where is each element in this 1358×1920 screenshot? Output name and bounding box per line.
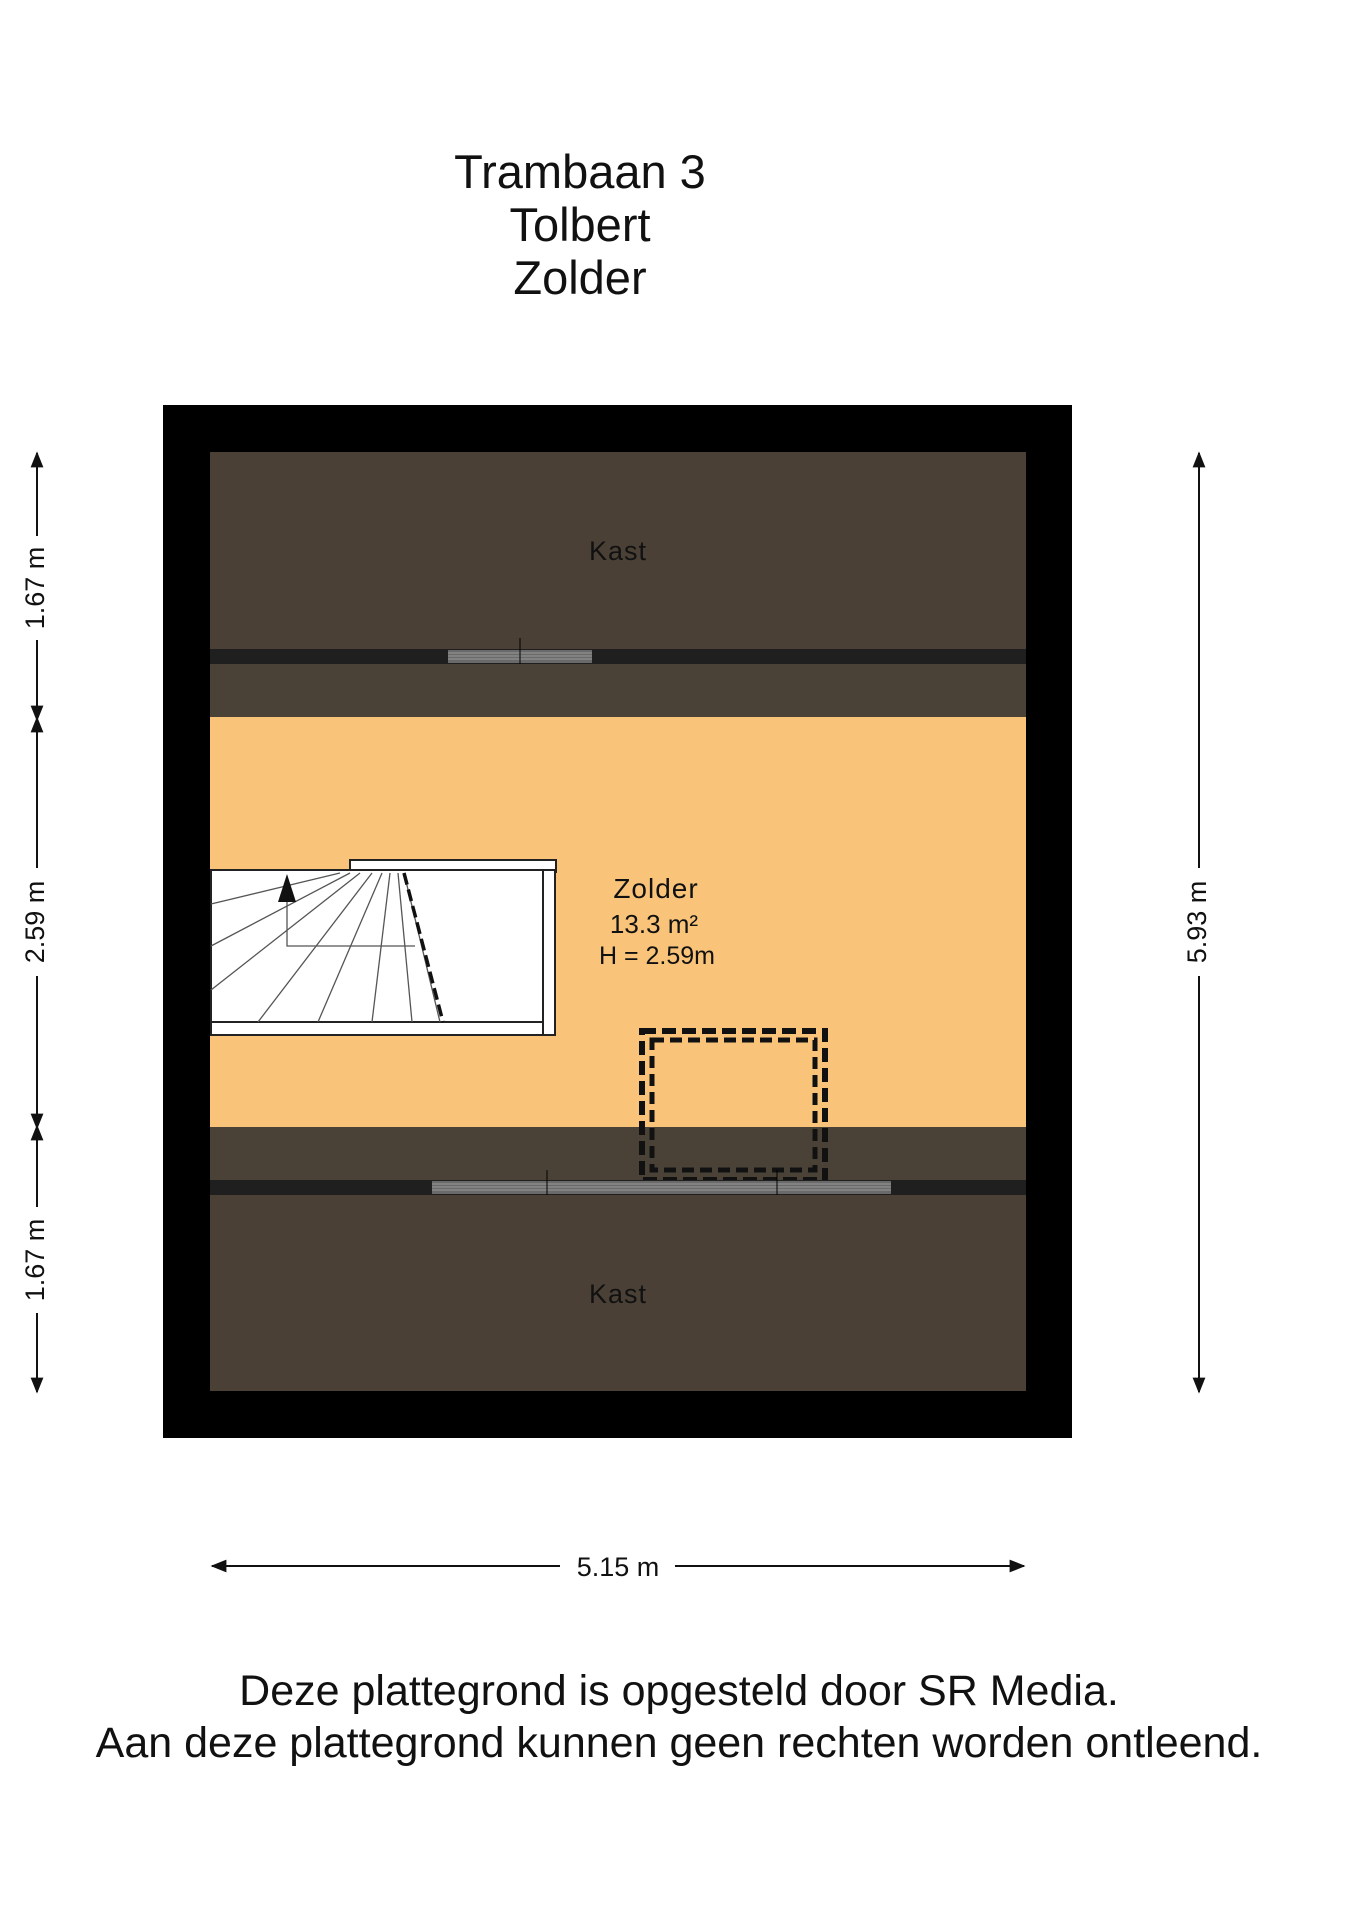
staircase	[210, 859, 557, 1036]
plan-header: Trambaan 3 Tolbert Zolder	[380, 145, 780, 304]
zolder-area: 13.3 m²	[610, 909, 698, 939]
kast-bottom-room	[210, 1195, 1026, 1391]
disclaimer-line-1: Deze plattegrond is opgesteld door SR Me…	[239, 1667, 1119, 1715]
kast-top-partition	[210, 649, 1026, 664]
roof-hatch-inner	[649, 1037, 818, 1173]
disclaimer-line-2: Aan deze plattegrond kunnen geen rechten…	[95, 1719, 1263, 1767]
dim-left-top: 1.67 m	[20, 451, 50, 722]
kast-bottom-label: Kast	[589, 1279, 647, 1309]
dim-bottom-width-label: 5.15 m	[577, 1552, 660, 1582]
zolder-label: Zolder	[613, 873, 698, 904]
kast-top-room	[210, 452, 1026, 649]
zolder-height: H = 2.59m	[599, 942, 715, 970]
town-title: Tolbert	[509, 198, 651, 251]
floor-title: Zolder	[513, 251, 647, 304]
top-slope-zone	[210, 664, 1026, 717]
dim-right-total: 5.93 m	[1182, 451, 1212, 1394]
kast-top-label: Kast	[589, 536, 647, 566]
kast-bottom-doors	[432, 1170, 891, 1208]
dim-left-middle-label: 2.59 m	[20, 881, 50, 964]
disclaimer: Deze plattegrond is opgesteld door SR Me…	[0, 1665, 1358, 1769]
dim-left-bottom-label: 1.67 m	[20, 1219, 50, 1302]
dim-bottom-width: 5.15 m	[210, 1552, 1026, 1582]
kast-top-doors	[448, 638, 592, 676]
dim-left-middle: 2.59 m	[20, 716, 50, 1130]
dim-left-top-label: 1.67 m	[20, 547, 50, 630]
dim-left-bottom: 1.67 m	[20, 1124, 50, 1394]
dim-right-total-label: 5.93 m	[1182, 881, 1212, 964]
address-title: Trambaan 3	[454, 145, 706, 198]
bottom-slope-zone	[210, 1127, 1026, 1180]
